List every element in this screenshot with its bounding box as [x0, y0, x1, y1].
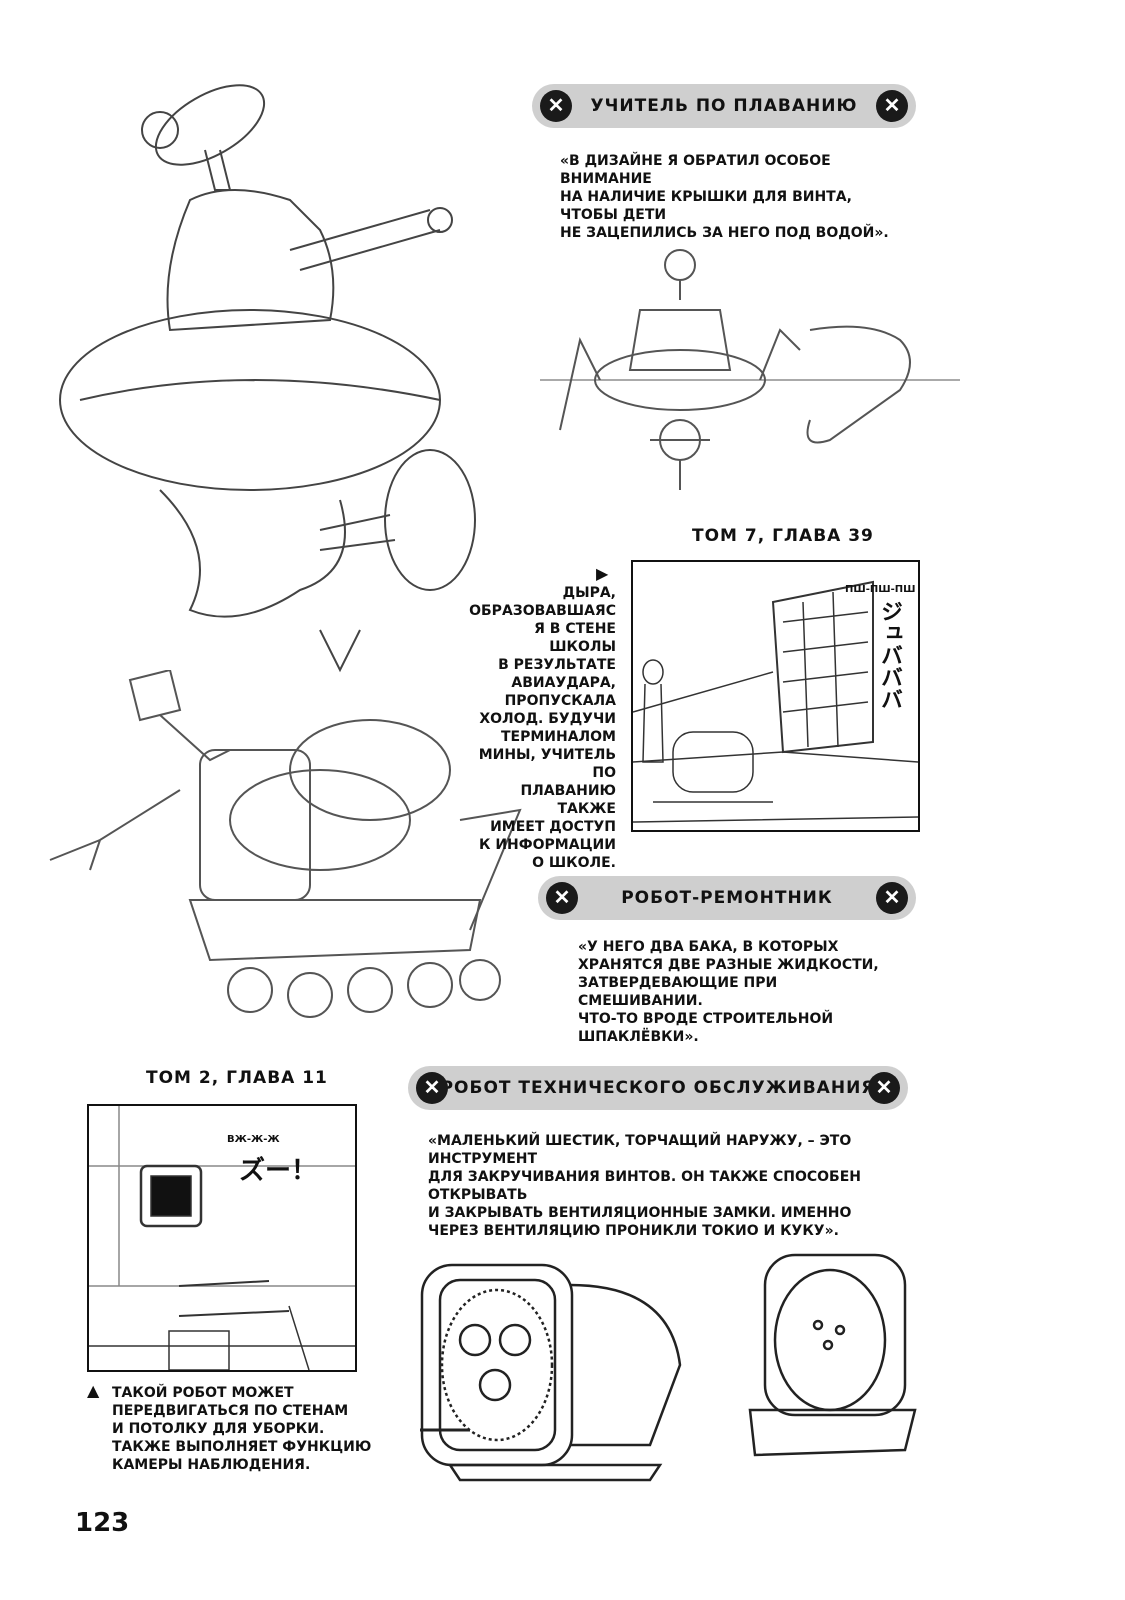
swim-teacher-heading: ✕ УЧИТЕЛЬ ПО ПЛАВАНИЮ ✕: [532, 84, 916, 128]
close-icon: ✕: [546, 882, 578, 914]
vol7-sfx-small: ПШ-ПШ-ПШ: [845, 584, 916, 595]
close-icon: ✕: [868, 1072, 900, 1104]
vol7-panel-art: [633, 580, 918, 823]
maintenance-robot-sketch: [420, 1253, 917, 1482]
maintenance-robot-title: РОБОТ ТЕХНИЧЕСКОГО ОБСЛУЖИВАНИЯ: [440, 1078, 876, 1098]
vol2-sfx-small: ВЖ-Ж-Ж: [227, 1134, 280, 1145]
right-arrow-icon: ▶: [596, 564, 609, 583]
vol2-caption: Такой робот может передвигаться по стена…: [112, 1385, 372, 1473]
close-icon: ✕: [416, 1072, 448, 1104]
swim-teacher-quote: «В дизайне я обратил особое внимание на …: [560, 153, 889, 241]
vol7-caption: Дыра, образовавшаяс я в стене школы в ре…: [469, 585, 616, 871]
vol2-panel-art: [89, 1106, 355, 1370]
maintenance-robot-heading: ✕ РОБОТ ТЕХНИЧЕСКОГО ОБСЛУЖИВАНИЯ ✕: [408, 1066, 908, 1110]
close-icon: ✕: [876, 882, 908, 914]
vol7-label: ТОМ 7, ГЛАВА 39: [692, 526, 874, 546]
swim-teacher-title: УЧИТЕЛЬ ПО ПЛАВАНИЮ: [590, 96, 858, 116]
up-arrow-icon: ▲: [87, 1381, 100, 1400]
vol7-sfx-big: ジュバババ: [877, 600, 902, 710]
repair-robot-quote: «У него два бака, в которых хранятся две…: [578, 939, 879, 1045]
repair-robot-title: РОБОТ-РЕМОНТНИК: [621, 888, 833, 908]
vol7-manga-panel: ПШ-ПШ-ПШ ジュバババ: [631, 560, 920, 832]
close-icon: ✕: [540, 90, 572, 122]
close-icon: ✕: [876, 90, 908, 122]
repair-robot-sketch: [49, 670, 522, 1018]
repair-robot-heading: ✕ РОБОТ-РЕМОНТНИК ✕: [538, 876, 916, 920]
swim-teacher-front-sketch: [540, 249, 960, 490]
vol2-sfx-big: ズー！: [239, 1156, 318, 1186]
vol2-label: ТОМ 2, ГЛАВА 11: [146, 1068, 328, 1088]
page-number: 123: [75, 1508, 130, 1538]
swim-teacher-sketch: [59, 84, 476, 673]
maintenance-robot-quote: «Маленький шестик, торчащий наружу, – эт…: [428, 1133, 861, 1239]
vol2-manga-panel: ВЖ-Ж-Ж ズー！: [87, 1104, 357, 1372]
